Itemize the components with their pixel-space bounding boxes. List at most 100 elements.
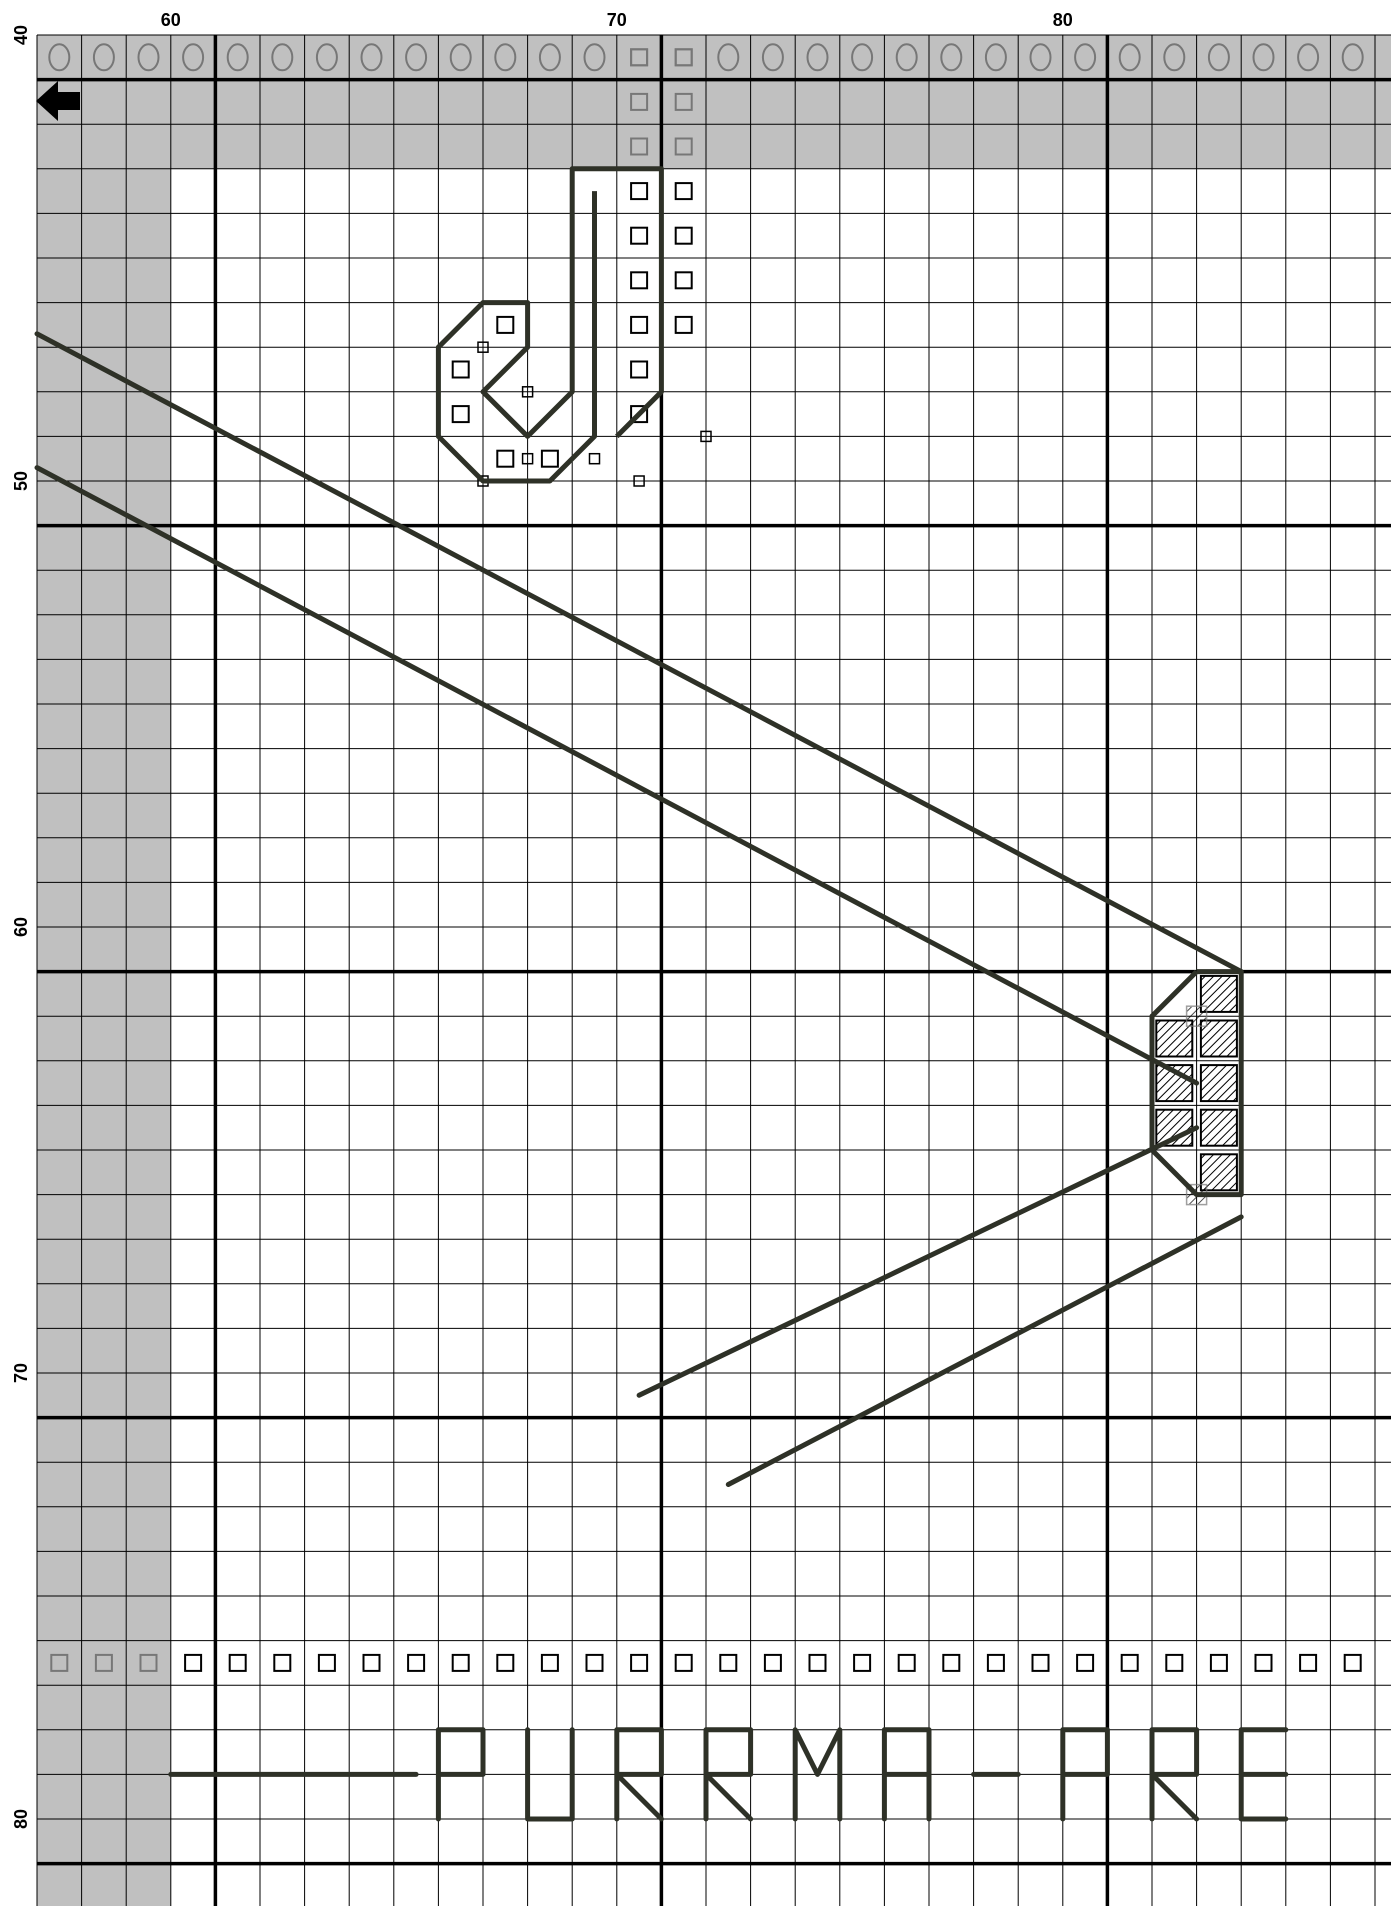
circle-symbol xyxy=(1118,43,1141,72)
left-arrow-icon[interactable] xyxy=(36,81,80,121)
circle-symbol xyxy=(271,43,294,72)
small-square-symbol xyxy=(633,475,645,487)
square-symbol xyxy=(1254,1653,1273,1672)
small-square-symbol xyxy=(521,386,534,398)
square-symbol xyxy=(674,315,693,334)
marker-symbols xyxy=(48,43,1364,1672)
square-symbol xyxy=(630,48,649,67)
row-number-label: 60 xyxy=(11,917,31,937)
square-symbol xyxy=(674,1653,693,1672)
backstitch-line xyxy=(34,331,1244,975)
shaded-top-band xyxy=(37,35,1391,169)
square-symbol xyxy=(674,137,693,156)
square-symbol xyxy=(674,48,693,67)
square-symbol xyxy=(630,92,649,111)
square-symbol xyxy=(630,226,649,245)
square-symbol xyxy=(184,1653,203,1672)
small-square-symbol xyxy=(521,452,534,465)
square-symbol xyxy=(139,1653,158,1672)
square-symbol xyxy=(674,92,693,111)
square-symbol xyxy=(451,405,470,424)
row-number-label: 40 xyxy=(11,25,31,45)
square-symbol xyxy=(674,226,693,245)
motif-symbols xyxy=(451,48,1238,1206)
circle-symbol xyxy=(895,43,918,72)
square-symbol xyxy=(1299,1653,1318,1672)
column-number-label: 60 xyxy=(161,10,181,30)
hatch-symbol xyxy=(1155,1019,1194,1058)
square-symbol xyxy=(540,1653,559,1672)
circle-symbol xyxy=(1074,43,1097,72)
square-symbol xyxy=(674,182,693,201)
square-symbol xyxy=(763,1653,782,1672)
circle-symbol xyxy=(48,43,71,72)
row-number-label: 70 xyxy=(11,1363,31,1383)
square-symbol xyxy=(630,405,649,424)
square-symbol xyxy=(630,137,649,156)
square-symbol xyxy=(451,360,470,379)
circle-symbol xyxy=(851,43,874,72)
stitched-letter xyxy=(525,1727,575,1822)
circle-symbol xyxy=(1029,43,1052,72)
square-symbol xyxy=(897,1653,916,1672)
column-number-label: 70 xyxy=(607,10,627,30)
row-number-label: 80 xyxy=(11,1809,31,1829)
square-symbol xyxy=(674,271,693,290)
square-symbol xyxy=(496,449,515,468)
square-symbol xyxy=(407,1653,426,1672)
hatch-symbol xyxy=(1199,1108,1238,1147)
square-symbol xyxy=(630,271,649,290)
circle-symbol xyxy=(984,43,1007,72)
square-symbol xyxy=(942,1653,961,1672)
square-symbol xyxy=(853,1653,872,1672)
circle-symbol xyxy=(449,43,472,72)
backstitch-line xyxy=(725,1214,1244,1487)
backstitch-lines xyxy=(34,166,1244,1777)
square-symbol xyxy=(986,1653,1005,1672)
arrow-marker xyxy=(36,81,80,121)
square-symbol xyxy=(362,1653,381,1672)
square-symbol xyxy=(317,1653,336,1672)
square-symbol xyxy=(630,182,649,201)
stitched-letter xyxy=(1149,1727,1200,1822)
backstitch-line xyxy=(636,1125,1200,1398)
circle-symbol xyxy=(1207,43,1230,72)
circle-symbol xyxy=(1163,43,1186,72)
square-symbol xyxy=(630,1653,649,1672)
square-symbol xyxy=(496,315,515,334)
square-symbol xyxy=(1165,1653,1184,1672)
square-symbol xyxy=(585,1653,604,1672)
square-symbol xyxy=(719,1653,738,1672)
square-symbol xyxy=(1209,1653,1228,1672)
backstitch-line xyxy=(34,465,1200,1086)
square-symbol xyxy=(496,1653,515,1672)
stitched-letter xyxy=(792,1727,843,1822)
square-symbol xyxy=(451,1653,470,1672)
circle-symbol xyxy=(92,43,115,72)
circle-symbol xyxy=(717,43,740,72)
circle-symbol xyxy=(538,43,561,72)
circle-symbol xyxy=(226,43,249,72)
grid-lines xyxy=(36,34,1391,1906)
square-symbol xyxy=(1076,1653,1095,1672)
circle-symbol xyxy=(360,43,383,72)
circle-symbol xyxy=(315,43,338,72)
circle-symbol xyxy=(182,43,205,72)
square-symbol xyxy=(273,1653,292,1672)
square-symbol xyxy=(94,1653,113,1672)
partial-hatch-symbol xyxy=(1185,1005,1208,1027)
stitched-letter xyxy=(1060,1727,1110,1822)
circle-symbol xyxy=(761,43,784,72)
circle-symbol xyxy=(1297,43,1320,72)
square-symbol xyxy=(630,315,649,334)
square-symbol xyxy=(1120,1653,1139,1672)
column-number-label: 80 xyxy=(1053,10,1073,30)
stitched-letter xyxy=(703,1727,754,1822)
outline-path xyxy=(435,166,664,484)
square-symbol xyxy=(228,1653,247,1672)
stitched-text xyxy=(435,1727,1289,1822)
square-symbol xyxy=(1343,1653,1362,1672)
square-symbol xyxy=(1031,1653,1050,1672)
circle-symbol xyxy=(806,43,829,72)
small-square-symbol xyxy=(477,341,489,353)
